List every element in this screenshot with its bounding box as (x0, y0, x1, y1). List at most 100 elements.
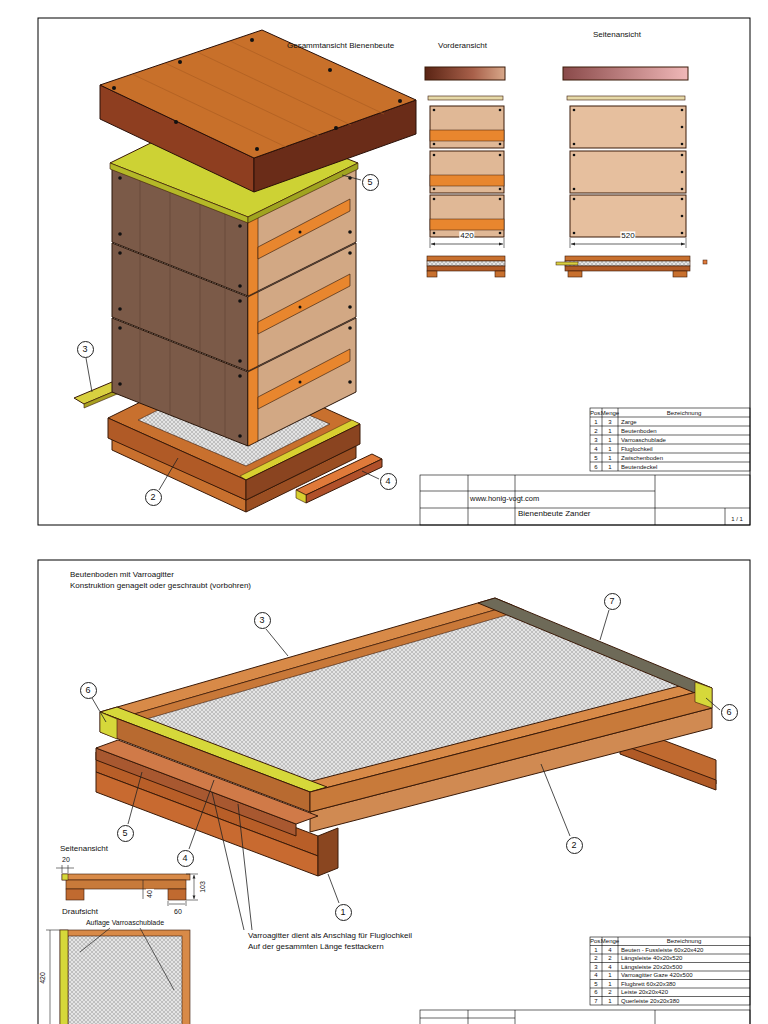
part-note: Varroagitter dient als Anschlag für Flug… (248, 931, 412, 940)
callout-number: 6 (85, 686, 90, 695)
hive-lid (112, 86, 116, 90)
hive-lid (328, 68, 332, 72)
hive-lid (132, 41, 384, 147)
dimension-line (186, 901, 187, 906)
leader-line (159, 458, 178, 490)
dimension-line (46, 930, 60, 931)
callout-circle: 3 (254, 612, 271, 629)
hive-lid (250, 38, 254, 42)
front-view (427, 271, 437, 277)
hive-lid (178, 60, 182, 64)
parts-table (590, 408, 750, 471)
leader-line (86, 358, 92, 392)
title-block (420, 1010, 655, 1024)
front-view (504, 238, 505, 248)
table-cell: 1 (608, 463, 611, 470)
title-block (420, 1010, 750, 1024)
table-cell: 1 (608, 972, 611, 979)
table-cell: 6 (594, 989, 597, 996)
front-view (430, 238, 431, 248)
callout-circle: 2 (566, 837, 583, 854)
hive-lid (255, 147, 259, 151)
side-view (556, 262, 578, 265)
side-view (168, 889, 186, 900)
side-view (570, 238, 571, 248)
hive-lid (100, 30, 416, 192)
side-view (570, 106, 686, 148)
table-cell: 6 (594, 463, 597, 470)
front-view (430, 106, 504, 148)
view-title: Vorderansicht (438, 41, 487, 50)
landing-board (96, 748, 296, 836)
table-cell: 3 (608, 418, 611, 425)
callout-circle: 5 (117, 825, 134, 842)
leader-line (86, 175, 379, 490)
side-view (703, 260, 707, 264)
landing-board (96, 740, 318, 824)
dimension-value: 20 (61, 856, 71, 864)
side-view (565, 266, 690, 271)
table-cell: 1 (594, 946, 597, 953)
callout-number: 6 (726, 708, 731, 717)
table-cell: 7 (594, 997, 597, 1004)
view-title: Draufsicht (62, 907, 98, 916)
leader-line (238, 804, 252, 930)
table-cell: 1 (594, 418, 597, 425)
frame-rail (293, 682, 712, 792)
front-view (427, 256, 505, 261)
leader-line (362, 471, 379, 479)
base-feet (318, 828, 338, 876)
callout-number: 2 (571, 841, 576, 850)
side-view (556, 67, 707, 277)
leader-line (600, 610, 609, 640)
parts-table (590, 937, 750, 1005)
callout-number: 7 (609, 597, 614, 606)
side-view (568, 271, 582, 277)
dimension-line (50, 930, 51, 1024)
dimension-line (168, 901, 169, 906)
top-view (140, 928, 174, 990)
base-feet (620, 744, 716, 790)
table-cell: 4 (594, 445, 597, 452)
table-cell: Bezeichnung (667, 409, 702, 416)
dimension-value: 420 (459, 231, 474, 240)
title-block (420, 475, 750, 525)
front-view (495, 271, 505, 277)
callout-number: 5 (367, 178, 372, 187)
title-block (420, 475, 750, 525)
entrance-wedge (306, 459, 382, 503)
top-view (68, 936, 182, 1024)
table-cell: 5 (594, 454, 597, 461)
table-cell: 3 (594, 963, 597, 970)
sheet-title: Beutenboden mit Varroagitter (70, 570, 174, 579)
leader-line (541, 764, 570, 836)
title-block (420, 475, 750, 525)
leader-line (706, 698, 720, 710)
table-cell: Flugbrett 60x20x380 (621, 980, 676, 987)
table-cell: Beutenboden (621, 427, 657, 434)
callout-number: 4 (385, 477, 390, 486)
callout-circle: 6 (80, 682, 97, 699)
front-view (431, 244, 503, 245)
parts-table (590, 408, 750, 471)
dimension-value: 60 (173, 908, 183, 916)
frame-rail (117, 605, 524, 724)
table-cell: Längsleiste 20x20x500 (621, 963, 682, 970)
hive-lid (174, 120, 178, 124)
callout-number: 1 (340, 908, 345, 917)
leader-line (128, 772, 142, 824)
sheet-frame (38, 18, 750, 1024)
hive-lid (165, 63, 319, 136)
hive-lid (398, 99, 402, 103)
hive-lid (334, 126, 338, 130)
entrance-wedge (296, 490, 306, 503)
dimension-value: 103 (199, 880, 207, 894)
callout-circle: 1 (335, 904, 352, 921)
sheet-note: Konstruktion genagelt oder geschraubt (v… (70, 581, 251, 590)
dimension-value: 520 (620, 231, 635, 240)
table-cell: Pos. (590, 409, 602, 416)
side-view (673, 271, 687, 277)
dimension-line (194, 875, 195, 899)
table-cell: Menge (601, 409, 619, 416)
